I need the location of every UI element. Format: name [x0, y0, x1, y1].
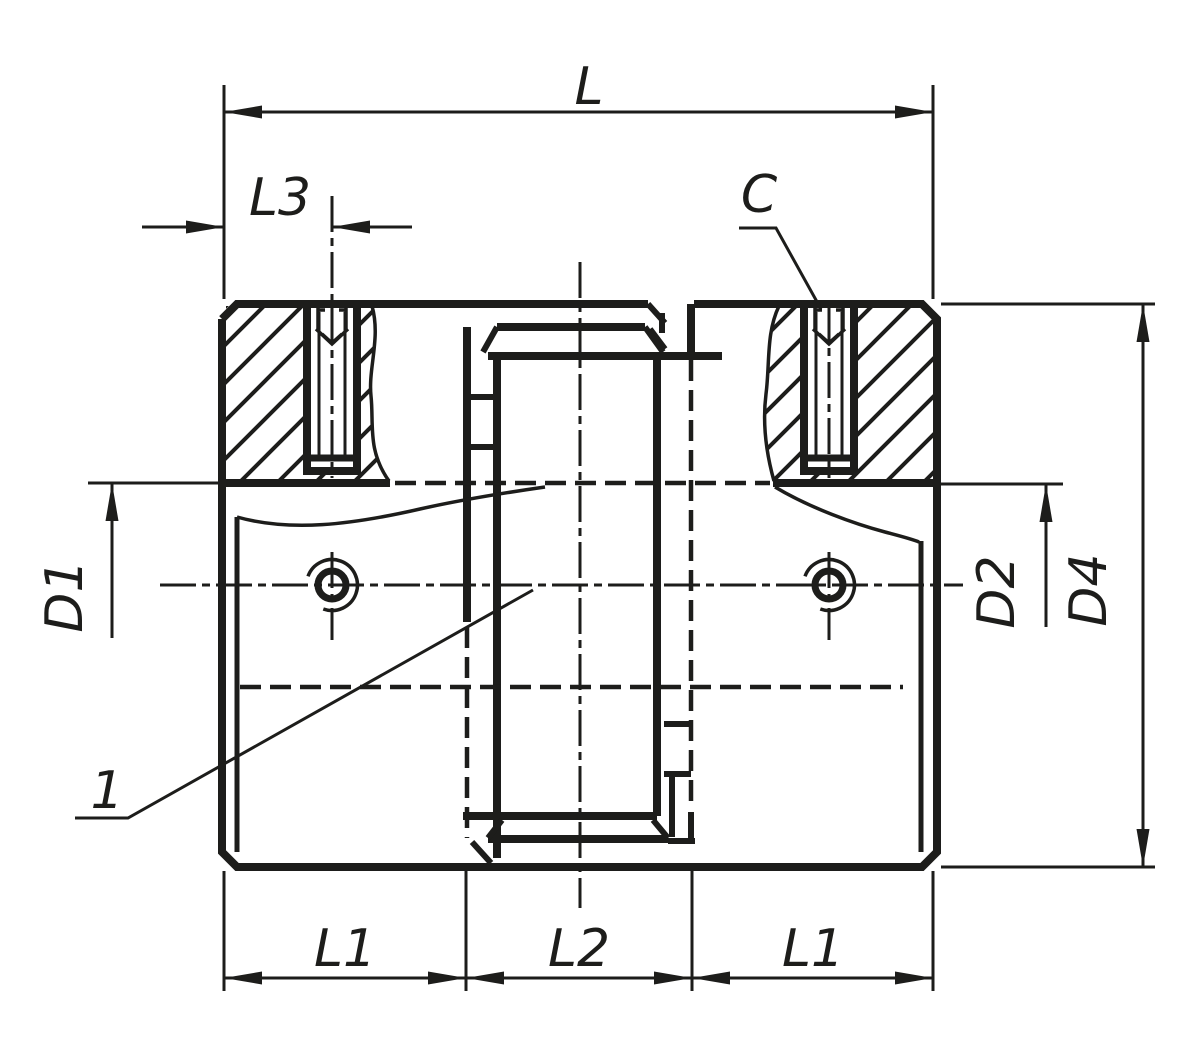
arrow-up-icon	[1136, 304, 1150, 342]
jaw-end-chamfer-bottom	[469, 839, 494, 866]
dimension-bore-right: D2	[940, 482, 1063, 629]
thread-minor-left	[317, 312, 347, 455]
dimension-screw-position: L3	[142, 168, 412, 234]
dim-label-L1-left: L1	[314, 919, 376, 979]
centerlines	[160, 196, 963, 908]
front-thread-hole-right	[803, 557, 857, 613]
dim-D4-lines	[941, 302, 1155, 869]
dim-label-L1-right: L1	[782, 919, 844, 979]
arrow-left-icon	[332, 220, 370, 234]
break-line-top-left	[368, 305, 391, 483]
break-line-top-right	[762, 305, 781, 482]
dim-label-L: L	[575, 57, 604, 117]
dim-label-D4: D4	[1059, 553, 1119, 626]
dimension-overall-length: L	[222, 57, 935, 299]
dim-chain-lines	[222, 871, 935, 991]
jaw-tab-bottom-right	[664, 721, 691, 837]
arrow-up-icon	[1039, 484, 1053, 522]
arrow-left-icon	[224, 971, 262, 985]
thread-hole-left-circle	[314, 567, 350, 603]
dimension-outer-diameter: D4	[941, 302, 1155, 869]
screw-hole-right-walls	[800, 303, 858, 475]
arrow-right-icon	[428, 971, 466, 985]
dim-label-L3: L3	[249, 168, 311, 228]
leader-line-C	[739, 226, 823, 310]
set-screw-right	[800, 303, 858, 475]
dim-label-D2: D2	[967, 555, 1027, 628]
dimension-bore-left: D1	[35, 481, 220, 638]
set-screw-left	[303, 303, 361, 475]
arrow-right-icon	[895, 971, 933, 985]
break-lines	[236, 305, 920, 544]
hex-socket-walls-left	[316, 308, 348, 329]
arrow-left-icon	[692, 971, 730, 985]
section-hatch-right	[764, 303, 933, 481]
dim-label-D1: D1	[35, 559, 95, 632]
spider-flange-top-chamfers	[480, 325, 666, 354]
dimension-chain-bottom: L1 L2 L1	[222, 871, 935, 991]
leader-line-1	[75, 588, 534, 820]
arrow-right-icon	[654, 971, 692, 985]
arrow-left-icon	[224, 105, 262, 119]
arrow-down-icon	[1136, 829, 1150, 867]
top-edge-left-jaw	[219, 300, 648, 322]
arrow-left-icon	[466, 971, 504, 985]
thread-minor-right	[814, 312, 844, 455]
thread-arc-right	[803, 557, 857, 613]
arrow-right-icon	[186, 220, 224, 234]
thread-arc-left	[306, 557, 360, 613]
thread-hole-right-circle	[811, 567, 847, 603]
callout-chamfer: C	[739, 165, 823, 310]
hex-socket-walls-right	[813, 308, 845, 329]
spider-flange-bottom-chamfers	[485, 818, 671, 840]
break-line-bore-right	[774, 485, 920, 544]
dim-L-lines	[222, 85, 935, 299]
break-line-bore-left	[236, 485, 546, 527]
hex-socket-cone-right	[811, 327, 847, 347]
dim-label-L2: L2	[548, 919, 610, 979]
callout-label-1: 1	[90, 761, 123, 821]
jaw-tab-top-left	[467, 394, 497, 450]
arrow-right-icon	[895, 105, 933, 119]
front-thread-hole-left	[306, 557, 360, 613]
screw-hole-left-walls	[303, 303, 361, 475]
callout-item-1: 1	[75, 588, 534, 821]
dim-D1-lines	[88, 481, 220, 638]
body-outline	[218, 300, 941, 871]
arrow-up-icon	[105, 483, 119, 521]
callout-label-C: C	[741, 165, 778, 225]
coupling-body-outline	[218, 300, 941, 871]
